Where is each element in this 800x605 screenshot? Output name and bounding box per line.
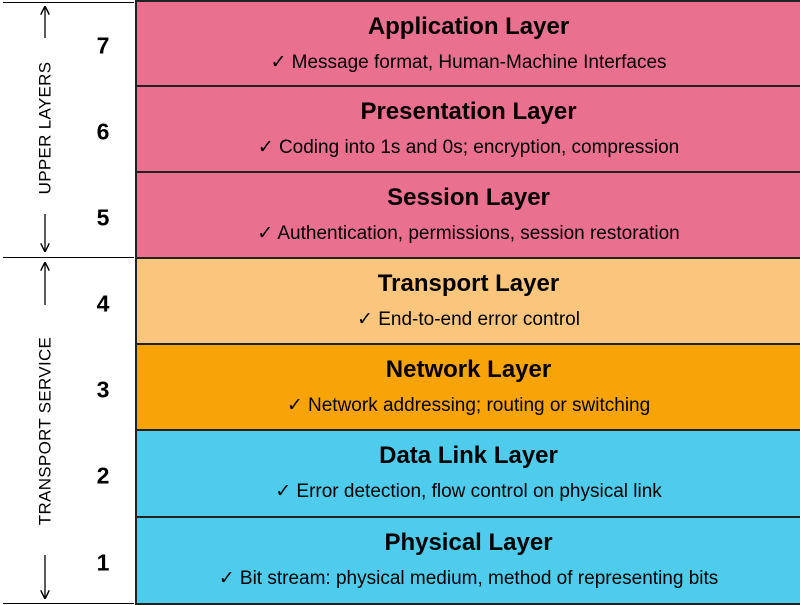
layer-title: Application Layer — [367, 13, 570, 40]
layer-title: Data Link Layer — [379, 442, 558, 469]
layer-sidebar: UPPER LAYERS TRANSPORT SERVICE 7 6 5 4 3… — [0, 0, 136, 605]
group-arrows — [0, 0, 136, 605]
osi-layer-stack: Application Layer ✓ Message format, Huma… — [135, 0, 800, 605]
physical-layer-box: Physical Layer ✓ Bit stream: physical me… — [137, 518, 800, 605]
layer-title: Presentation Layer — [360, 98, 577, 125]
transport-layer-box: Transport Layer ✓ End-to-end error contr… — [137, 259, 800, 345]
layer-title: Transport Layer — [377, 270, 560, 297]
application-layer-box: Application Layer ✓ Message format, Huma… — [137, 0, 800, 87]
network-layer-box: Network Layer ✓ Network addressing; rout… — [137, 345, 800, 431]
upper-layers-label: UPPER LAYERS — [35, 61, 55, 195]
session-layer-box: Session Layer ✓ Authentication, permissi… — [137, 173, 800, 259]
sidebar-group-divider — [3, 257, 134, 258]
layer-number-5: 5 — [96, 204, 110, 231]
sidebar-bottom-rule — [3, 603, 134, 604]
layer-number-1: 1 — [96, 549, 110, 576]
layer-number-6: 6 — [96, 118, 110, 145]
presentation-layer-box: Presentation Layer ✓ Coding into 1s and … — [137, 87, 800, 173]
layer-description: ✓ Message format, Human-Machine Interfac… — [270, 52, 667, 73]
layer-title: Network Layer — [385, 356, 552, 383]
layer-description: ✓ Authentication, permissions, session r… — [257, 223, 680, 244]
layer-description: ✓ End-to-end error control — [357, 309, 580, 330]
data-link-layer-box: Data Link Layer ✓ Error detection, flow … — [137, 431, 800, 518]
layer-number-7: 7 — [96, 32, 110, 59]
transport-service-label: TRANSPORT SERVICE — [35, 336, 55, 526]
layer-title: Physical Layer — [384, 529, 553, 556]
sidebar-top-rule — [3, 2, 134, 3]
layer-description: ✓ Coding into 1s and 0s; encryption, com… — [257, 137, 680, 158]
layer-number-4: 4 — [96, 290, 110, 317]
layer-number-3: 3 — [96, 376, 110, 403]
layer-number-2: 2 — [96, 462, 110, 489]
layer-title: Session Layer — [387, 184, 550, 211]
layer-description: ✓ Network addressing; routing or switchi… — [286, 395, 651, 416]
layer-description: ✓ Error detection, flow control on physi… — [275, 481, 662, 502]
layer-description: ✓ Bit stream: physical medium, method of… — [218, 568, 719, 589]
